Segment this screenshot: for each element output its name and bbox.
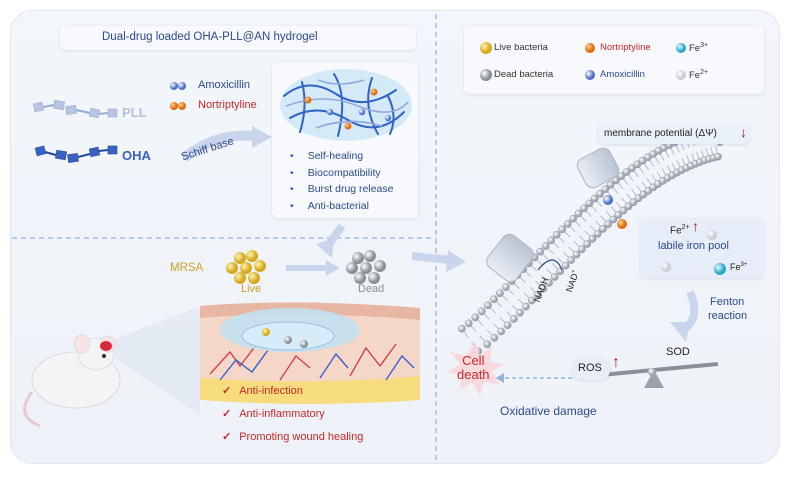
nortriptyline-icon [170, 102, 178, 110]
ros-panel [572, 358, 610, 380]
sod-balance [589, 362, 719, 388]
oxidative-damage-label: Oxidative damage [500, 404, 597, 418]
iron-pool-panel [640, 218, 764, 278]
dead-label: Dead [358, 283, 385, 295]
feature-item: Biocompatibility [290, 165, 393, 182]
membrane-protein [576, 147, 620, 189]
amoxicillin-label: Amoxicillin [198, 79, 250, 91]
therapeutic-effects: Anti-infection Anti-inflammatory Promoti… [222, 380, 363, 449]
legend-icons [480, 42, 686, 81]
membrane-protein [486, 233, 534, 283]
iron-pool-icons [661, 230, 726, 275]
feature-item: Self-healing [290, 148, 393, 165]
fe3-pool-label: Fe3+ [730, 262, 748, 272]
hydrogel-features: Self-healing Biocompatibility Burst drug… [290, 148, 394, 215]
mouse-icon [23, 334, 121, 428]
amoxicillin-icon [170, 82, 178, 90]
up-arrow-icon: ↑ [692, 218, 699, 234]
fe3-legend-icon [676, 43, 686, 53]
mrsa-label: MRSA [170, 262, 204, 274]
fenton-label-1: Fenton [710, 296, 745, 308]
dead-bacteria-icon [480, 69, 492, 81]
membrane-mechanism [448, 125, 724, 396]
nortriptyline-label: Nortriptyline [198, 99, 257, 111]
mrsa-bacteria [226, 250, 386, 284]
fe2-pool-label: Fe2+ [670, 224, 690, 237]
cell-death-burst [448, 342, 504, 396]
labile-iron-pool-label: labile iron pool [658, 240, 729, 252]
live-label: Live [241, 283, 262, 295]
nortriptyline-legend-icon [585, 43, 595, 53]
effect-item: Anti-inflammatory [222, 403, 363, 426]
membrane-potential-panel [598, 124, 750, 144]
down-arrow [316, 223, 346, 258]
to-mechanism-arrow [411, 250, 466, 272]
live-bacteria-cluster [226, 250, 266, 284]
legend-dead: Dead bacteria [494, 69, 554, 80]
legend-fe3: Fe3+ [689, 42, 709, 55]
live-bacteria-icon [480, 42, 492, 54]
pll-label: PLL [122, 105, 147, 120]
drug-icons [170, 82, 186, 110]
legend-nortriptyline: Nortriptyline [600, 42, 651, 53]
effect-item: Anti-infection [222, 380, 363, 403]
fe2-legend-icon [676, 70, 686, 80]
fenton-label-2: reaction [708, 310, 748, 322]
oha-chain [34, 145, 118, 163]
amoxicillin-legend-icon [585, 70, 595, 80]
legend-live: Live bacteria [494, 42, 548, 53]
membrane-potential-label: membrane potential (ΔΨ) [604, 128, 717, 139]
feature-item: Burst drug release [290, 181, 394, 198]
ros-up-arrow-icon: ↑ [612, 354, 620, 371]
legend-fe2: Fe2+ [689, 69, 709, 82]
hydrogel-network [280, 69, 412, 141]
schiff-arrow [180, 126, 272, 162]
oha-label: OHA [122, 148, 151, 163]
figure-title: Dual-drug loaded OHA-PLL@AN hydrogel [102, 31, 318, 43]
sod-label: SOD [666, 346, 690, 358]
title-panel [60, 26, 416, 50]
effect-item: Promoting wound healing [222, 426, 363, 449]
down-arrow-icon: ↓ [740, 124, 747, 140]
polymer-chains [32, 99, 118, 163]
feature-item: Anti-bacterial [290, 198, 393, 215]
legend-amoxicillin: Amoxicillin [600, 69, 645, 80]
legend-panel [464, 26, 764, 94]
dead-bacteria-cluster [346, 250, 386, 284]
ros-label: ROS [578, 362, 602, 374]
pll-chain [32, 99, 118, 119]
